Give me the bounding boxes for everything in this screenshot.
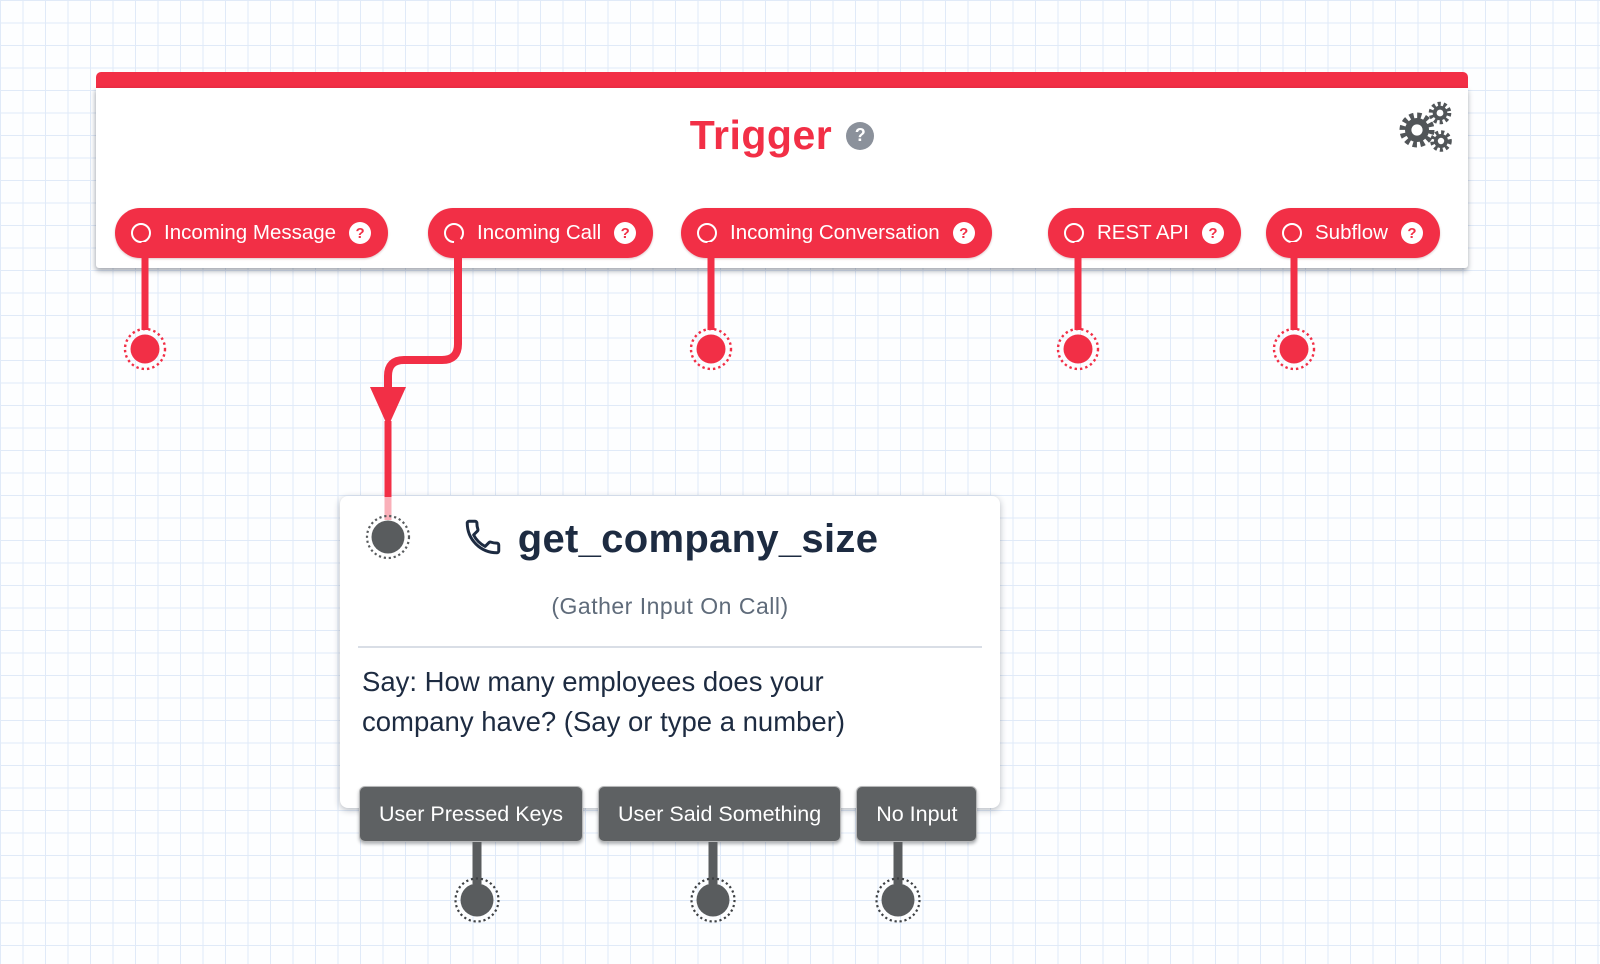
body-line-2: company have? (Say or type a number) — [362, 706, 846, 737]
pill-label: Incoming Conversation — [730, 221, 940, 244]
trigger-transition-rest-api[interactable]: REST API ? — [1048, 208, 1241, 258]
trigger-body: Trigger ? Incoming Message ? — [96, 88, 1468, 268]
connector-ring-icon — [1282, 223, 1302, 243]
trigger-transition-subflow[interactable]: Subflow ? — [1266, 208, 1440, 258]
trigger-widget[interactable]: Trigger ? Incoming Message ? — [96, 72, 1468, 268]
settings-gears-icon[interactable] — [1396, 100, 1454, 159]
widget-title-row: get_company_size — [340, 516, 1000, 563]
transition-user-pressed-keys[interactable]: User Pressed Keys — [359, 786, 584, 842]
help-icon[interactable]: ? — [614, 222, 637, 244]
connector-dot-rest-api[interactable] — [1056, 327, 1100, 371]
connector-ring-icon — [697, 223, 717, 243]
connector-ring-icon — [1064, 223, 1084, 243]
trigger-transition-incoming-message[interactable]: Incoming Message ? — [115, 208, 389, 258]
connector-dot-user-pressed-keys[interactable] — [454, 877, 500, 923]
pill-label: Incoming Message — [164, 221, 337, 244]
connector-ring-icon — [444, 223, 464, 243]
connector-dot-incoming-message[interactable] — [123, 327, 167, 371]
widget-type-label: (Gather Input On Call) — [551, 593, 789, 619]
widget-body-text: Say: How many employees does your compan… — [362, 662, 937, 742]
transition-no-input[interactable]: No Input — [856, 786, 978, 842]
widget-transitions: User Pressed Keys User Said Something No… — [359, 786, 978, 842]
pill-label: REST API — [1097, 221, 1189, 244]
transition-user-said-something[interactable]: User Said Something — [598, 786, 842, 842]
trigger-header-bar — [96, 72, 1468, 88]
body-line-1: Say: How many employees does your — [362, 666, 824, 697]
connector-dot-subflow[interactable] — [1272, 327, 1316, 371]
connector-dot-user-said-something[interactable] — [690, 877, 736, 923]
pill-label: Incoming Call — [477, 221, 602, 244]
connector-arrowhead-icon — [370, 387, 406, 427]
help-icon[interactable]: ? — [952, 222, 975, 244]
widget-get-company-size[interactable]: get_company_size (Gather Input On Call) … — [340, 496, 1000, 842]
trigger-transition-incoming-conversation[interactable]: Incoming Conversation ? — [681, 208, 992, 258]
connector-dot-incoming-conversation[interactable] — [689, 327, 733, 371]
connector-ring-icon — [131, 223, 151, 243]
help-icon[interactable]: ? — [1400, 222, 1423, 244]
trigger-help-icon[interactable]: ? — [846, 121, 875, 150]
connector-dot-no-input[interactable] — [875, 877, 921, 923]
widget-name: get_company_size — [517, 517, 879, 561]
trigger-title-row: Trigger ? — [96, 112, 1468, 159]
divider — [358, 646, 982, 648]
trigger-title: Trigger — [689, 112, 833, 158]
help-icon[interactable]: ? — [349, 222, 372, 244]
pill-label: Subflow — [1315, 221, 1388, 244]
help-icon[interactable]: ? — [1201, 222, 1224, 244]
trigger-transition-incoming-call[interactable]: Incoming Call ? — [428, 208, 654, 258]
phone-handset-icon — [462, 516, 504, 563]
